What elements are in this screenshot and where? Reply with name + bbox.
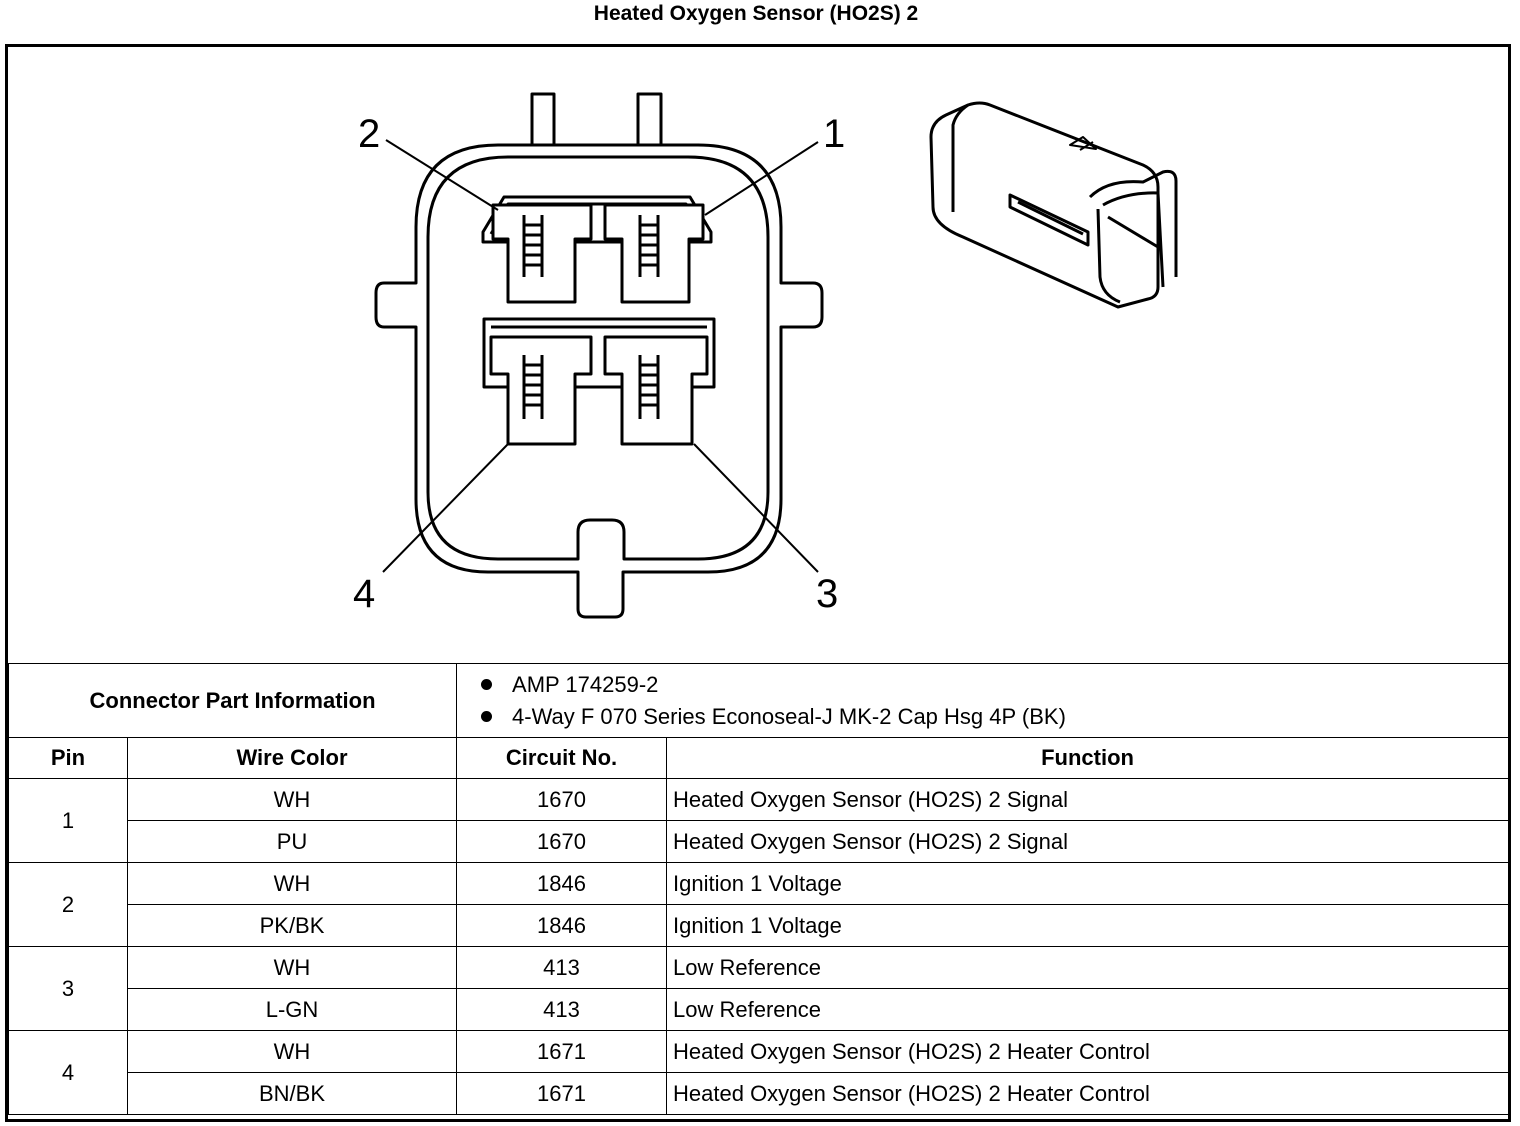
table-row: 3 WH 413 Low Reference (8, 946, 1510, 1031)
table-row: 4 WH 1671 Heated Oxygen Sensor (HO2S) 2 … (8, 1030, 1510, 1115)
function-cell: Low Reference (666, 946, 1510, 989)
table-row: 2 WH 1846 Ignition 1 Voltage (8, 862, 1510, 947)
function-cell: Heated Oxygen Sensor (HO2S) 2 Signal (666, 820, 1510, 863)
callout-2: 2 (358, 112, 380, 156)
bullet-icon (481, 679, 493, 691)
wire-color-cell: BN/BK (126, 1072, 458, 1115)
page-title: Heated Oxygen Sensor (HO2S) 2 (593, 2, 919, 25)
wire-color-cell: WH (126, 946, 458, 989)
circuit-cell: 1846 (456, 862, 668, 905)
header-function: Function (666, 737, 1510, 779)
circuit-cell: 1670 (456, 778, 668, 821)
function-cell: Low Reference (666, 988, 1510, 1031)
connector-isometric-view (929, 101, 1178, 309)
terminal-pin-3 (603, 335, 709, 446)
lower-cavity-shell (482, 317, 716, 389)
wire-color-cell: WH (126, 1030, 458, 1073)
callout-4: 4 (353, 572, 375, 616)
circuit-cell: 1671 (456, 1030, 668, 1073)
table-row: 1 WH 1670 Heated Oxygen Sensor (HO2S) 2 … (8, 778, 1510, 863)
circuit-cell: 1670 (456, 820, 668, 863)
connector-face-svg: 2 1 4 3 (353, 92, 1178, 619)
pin-cell: 1 (8, 778, 128, 863)
circuit-cell: 1846 (456, 904, 668, 947)
connector-info-item: 4-Way F 070 Series Econoseal-J MK-2 Cap … (477, 701, 1508, 733)
function-cell: Heated Oxygen Sensor (HO2S) 2 Signal (666, 778, 1510, 821)
wire-color-cell: L-GN (126, 988, 458, 1031)
pin-cell: 2 (8, 862, 128, 947)
connector-table: Connector Part Information AMP 174259-2 … (7, 663, 1510, 1115)
circuit-cell: 413 (456, 988, 668, 1031)
function-cell: Ignition 1 Voltage (666, 862, 1510, 905)
callout-1: 1 (823, 112, 845, 156)
wire-color-cell: PU (126, 820, 458, 863)
callout-leader-1 (704, 141, 819, 216)
function-cell: Heated Oxygen Sensor (HO2S) 2 Heater Con… (666, 1072, 1510, 1115)
header-wire-color: Wire Color (126, 737, 458, 779)
wire-color-cell: WH (126, 862, 458, 905)
table-row: L-GN 413 Low Reference (9, 988, 1510, 1031)
connector-frame: 2 1 4 3 Connector Part Information AMP 1… (5, 44, 1511, 1122)
latch-tab-right (636, 92, 663, 145)
circuit-cell: 413 (456, 946, 668, 989)
callout-leader-3 (693, 443, 819, 573)
connector-info-item: AMP 174259-2 (477, 669, 1508, 701)
table-header-row: Pin Wire Color Circuit No. Function (8, 737, 1510, 779)
table-row: PK/BK 1846 Ignition 1 Voltage (9, 904, 1510, 947)
callout-leader-2 (385, 139, 499, 211)
callout-3: 3 (816, 572, 838, 616)
connector-diagram: 2 1 4 3 (8, 47, 1508, 663)
function-cell: Heated Oxygen Sensor (HO2S) 2 Heater Con… (666, 1030, 1510, 1073)
connector-inner-housing (426, 155, 770, 561)
header-circuit-no: Circuit No. (456, 737, 668, 779)
connector-info-label: Connector Part Information (7, 663, 458, 738)
pin-cell: 4 (8, 1030, 128, 1115)
callout-leader-4 (382, 443, 509, 573)
wire-color-cell: PK/BK (126, 904, 458, 947)
latch-tab-left (530, 92, 556, 145)
function-cell: Ignition 1 Voltage (666, 904, 1510, 947)
bullet-icon (481, 711, 493, 723)
upper-cavity-shell (481, 195, 713, 244)
table-row: BN/BK 1671 Heated Oxygen Sensor (HO2S) 2… (9, 1072, 1510, 1115)
table-row: PU 1670 Heated Oxygen Sensor (HO2S) 2 Si… (9, 820, 1510, 863)
connector-outer-housing (374, 143, 824, 619)
pin-cell: 3 (8, 946, 128, 1031)
wire-color-cell: WH (126, 778, 458, 821)
connector-info-list: AMP 174259-2 4-Way F 070 Series Econosea… (456, 663, 1510, 738)
circuit-cell: 1671 (456, 1072, 668, 1115)
header-pin: Pin (8, 737, 128, 779)
